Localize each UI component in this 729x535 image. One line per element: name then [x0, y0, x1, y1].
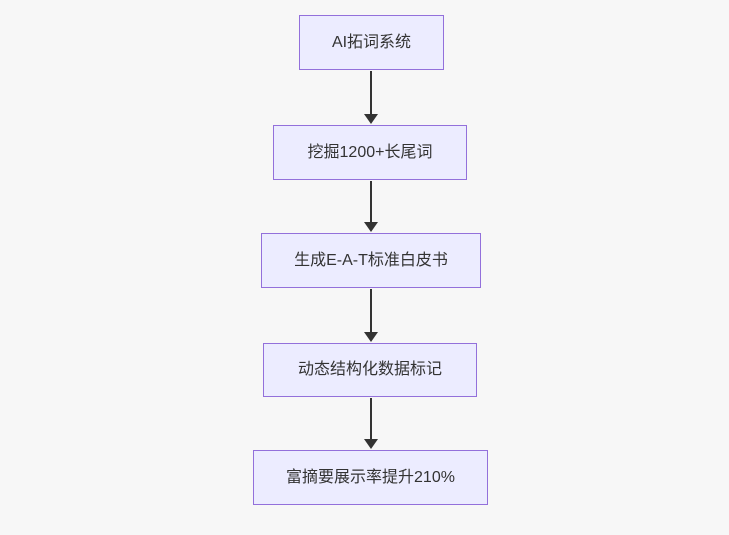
arrow-shaft	[370, 398, 372, 439]
flow-node-dynamic-structured-data-markup: 动态结构化数据标记	[263, 343, 477, 397]
flow-node-label: 富摘要展示率提升210%	[286, 468, 455, 486]
arrow-head-icon	[364, 114, 378, 124]
flow-arrow-1	[364, 71, 378, 124]
flow-node-mine-longtail-keywords: 挖掘1200+长尾词	[273, 125, 467, 180]
flow-node-label: AI拓词系统	[331, 33, 412, 51]
flow-arrow-3	[364, 289, 378, 342]
flow-node-rich-snippet-rate-increase: 富摘要展示率提升210%	[253, 450, 488, 505]
arrow-head-icon	[364, 222, 378, 232]
arrow-shaft	[370, 289, 372, 332]
arrow-head-icon	[364, 439, 378, 449]
flow-node-label: 生成E-A-T标准白皮书	[294, 251, 448, 269]
flow-arrow-2	[364, 181, 378, 232]
arrow-shaft	[370, 181, 372, 222]
flow-node-label: 动态结构化数据标记	[297, 361, 442, 379]
flow-node-label: 挖掘1200+长尾词	[307, 143, 433, 161]
arrow-head-icon	[364, 332, 378, 342]
flow-node-ai-word-expansion-system: AI拓词系统	[299, 15, 444, 70]
flow-arrow-4	[364, 398, 378, 449]
flow-node-generate-eat-whitepaper: 生成E-A-T标准白皮书	[261, 233, 481, 288]
arrow-shaft	[370, 71, 372, 114]
